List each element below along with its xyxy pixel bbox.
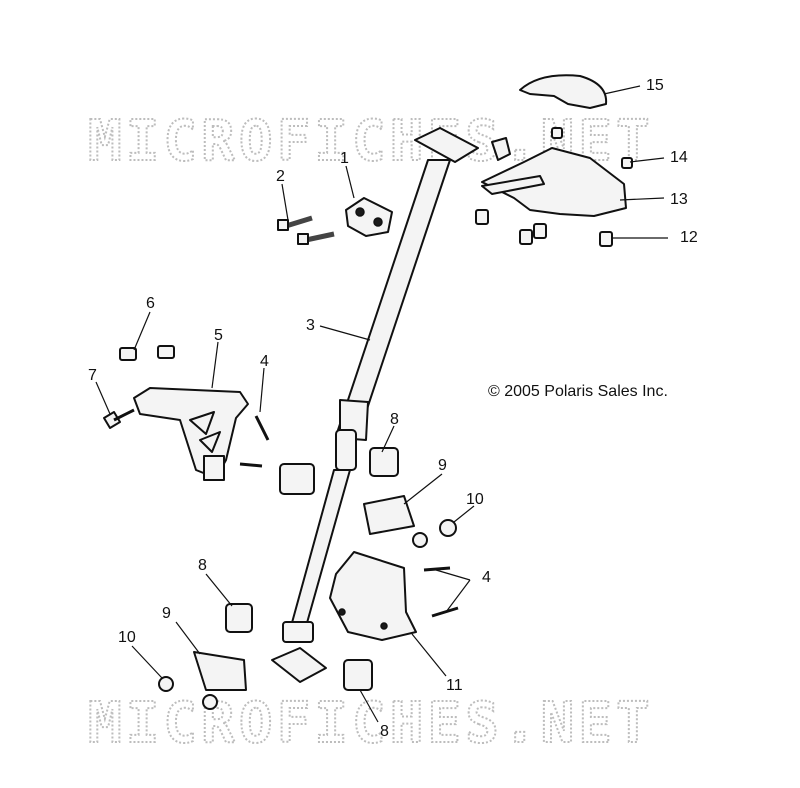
cover xyxy=(519,74,608,109)
housing-fasteners xyxy=(475,127,633,247)
callout-10-upper: 10 xyxy=(466,491,484,508)
callout-8-upper: 8 xyxy=(390,411,399,428)
callout-6: 6 xyxy=(146,295,155,312)
upper-housing xyxy=(481,137,627,217)
lock-nuts xyxy=(158,519,457,710)
callout-2: 2 xyxy=(276,168,285,185)
callout-8-bottom: 8 xyxy=(380,723,389,740)
callout-4-upper: 4 xyxy=(260,353,269,370)
callout-11: 11 xyxy=(446,677,463,694)
callout-1: 1 xyxy=(340,150,349,167)
callout-13: 13 xyxy=(670,191,688,208)
bearing-clamps xyxy=(193,495,415,691)
bracket-fasteners xyxy=(103,345,175,429)
lower-bracket xyxy=(329,551,417,641)
callout-10-lower: 10 xyxy=(118,629,136,646)
callout-5: 5 xyxy=(214,327,223,344)
callout-3: 3 xyxy=(306,317,315,334)
callout-7: 7 xyxy=(88,367,97,384)
shaft-clamp xyxy=(345,197,393,237)
callout-9-upper: 9 xyxy=(438,457,447,474)
steering-shaft xyxy=(271,127,479,683)
callout-4-lower: 4 xyxy=(482,569,491,586)
copyright-notice: © 2005 Polaris Sales Inc. xyxy=(488,383,668,400)
callout-14: 14 xyxy=(670,149,688,166)
callout-15: 15 xyxy=(646,77,664,94)
bushings xyxy=(225,447,399,691)
callouts: 1 2 3 4 4 5 6 7 8 8 8 9 9 10 10 11 12 13… xyxy=(88,77,698,740)
callout-8-left: 8 xyxy=(198,557,207,574)
watermark-bottom: MICROFICHES.NET xyxy=(88,691,654,756)
callout-12: 12 xyxy=(680,229,698,246)
bolt-pair xyxy=(277,215,335,245)
leader-lines xyxy=(95,85,668,723)
cotter-pins xyxy=(239,415,459,618)
callout-9-lower: 9 xyxy=(162,605,171,622)
upper-bracket xyxy=(133,387,249,481)
